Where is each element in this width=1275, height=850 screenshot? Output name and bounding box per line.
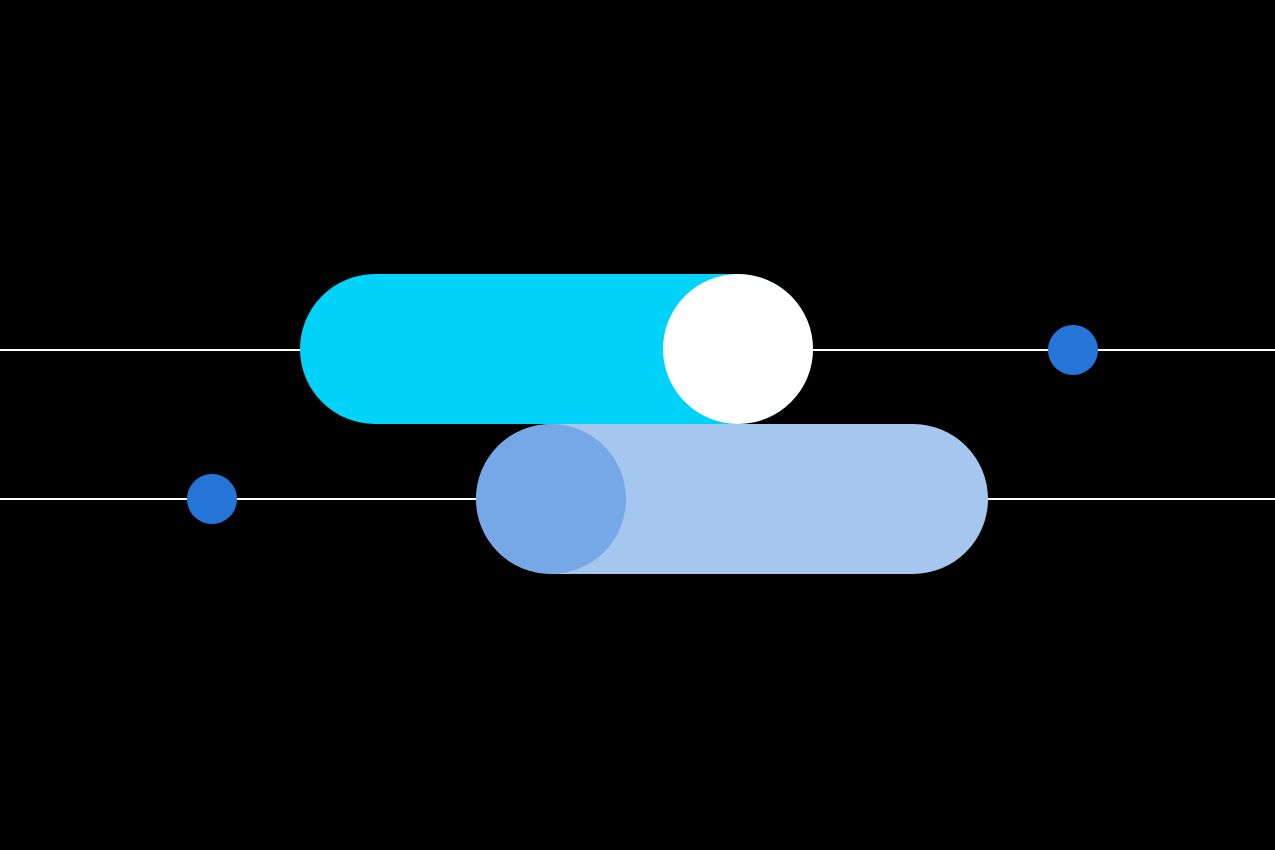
toggle-knob-on[interactable] <box>663 274 813 424</box>
toggle-switch-on[interactable] <box>300 274 813 424</box>
toggle-knob-off[interactable] <box>476 424 626 574</box>
slider-handle-left-dot[interactable] <box>187 474 237 524</box>
toggle-switch-off[interactable] <box>476 424 988 574</box>
slider-handle-right-dot[interactable] <box>1048 325 1098 375</box>
